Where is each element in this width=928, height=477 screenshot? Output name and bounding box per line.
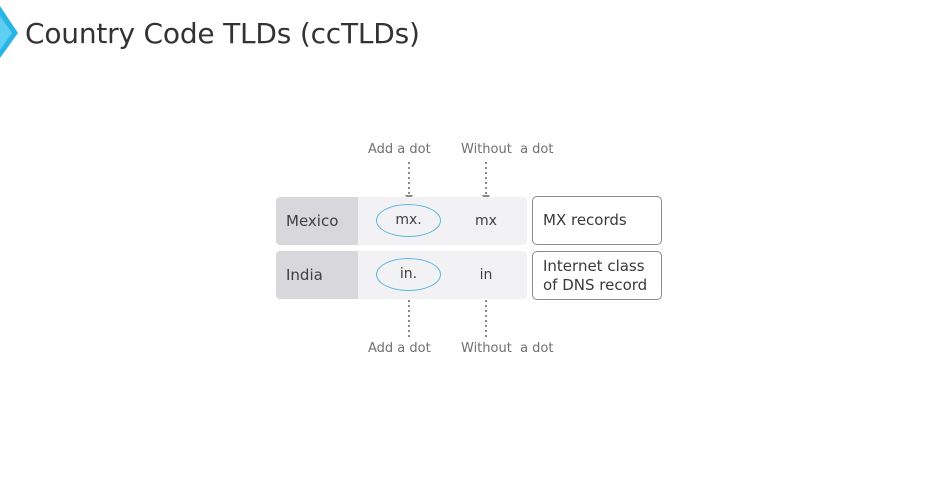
annotation-bottom-without-dot: Without a dot <box>461 341 554 356</box>
annotation-bottom-add-dot: Add a dot <box>368 341 431 356</box>
meaning-label: MX records <box>543 211 627 229</box>
dotted-code-oval: mx. <box>376 204 441 237</box>
table-row-mexico: Mexico mx. mx <box>276 197 527 245</box>
table-row-india: India in. in <box>276 251 527 299</box>
meaning-box-mexico: MX records <box>532 196 662 245</box>
dotted-code-oval: in. <box>376 258 441 291</box>
page-title: Country Code TLDs (ccTLDs) <box>25 17 420 50</box>
plain-code: in <box>479 267 493 283</box>
country-cell: Mexico <box>276 197 358 245</box>
annotation-top-add-dot: Add a dot <box>368 142 431 157</box>
meaning-box-india: Internet class of DNS record <box>532 251 662 300</box>
annotation-top-without-dot: Without a dot <box>461 142 554 157</box>
meaning-label: Internet class of DNS record <box>543 256 648 294</box>
country-cell: India <box>276 251 358 299</box>
logo-diamond-icon <box>0 6 18 58</box>
plain-code: mx <box>475 213 497 229</box>
